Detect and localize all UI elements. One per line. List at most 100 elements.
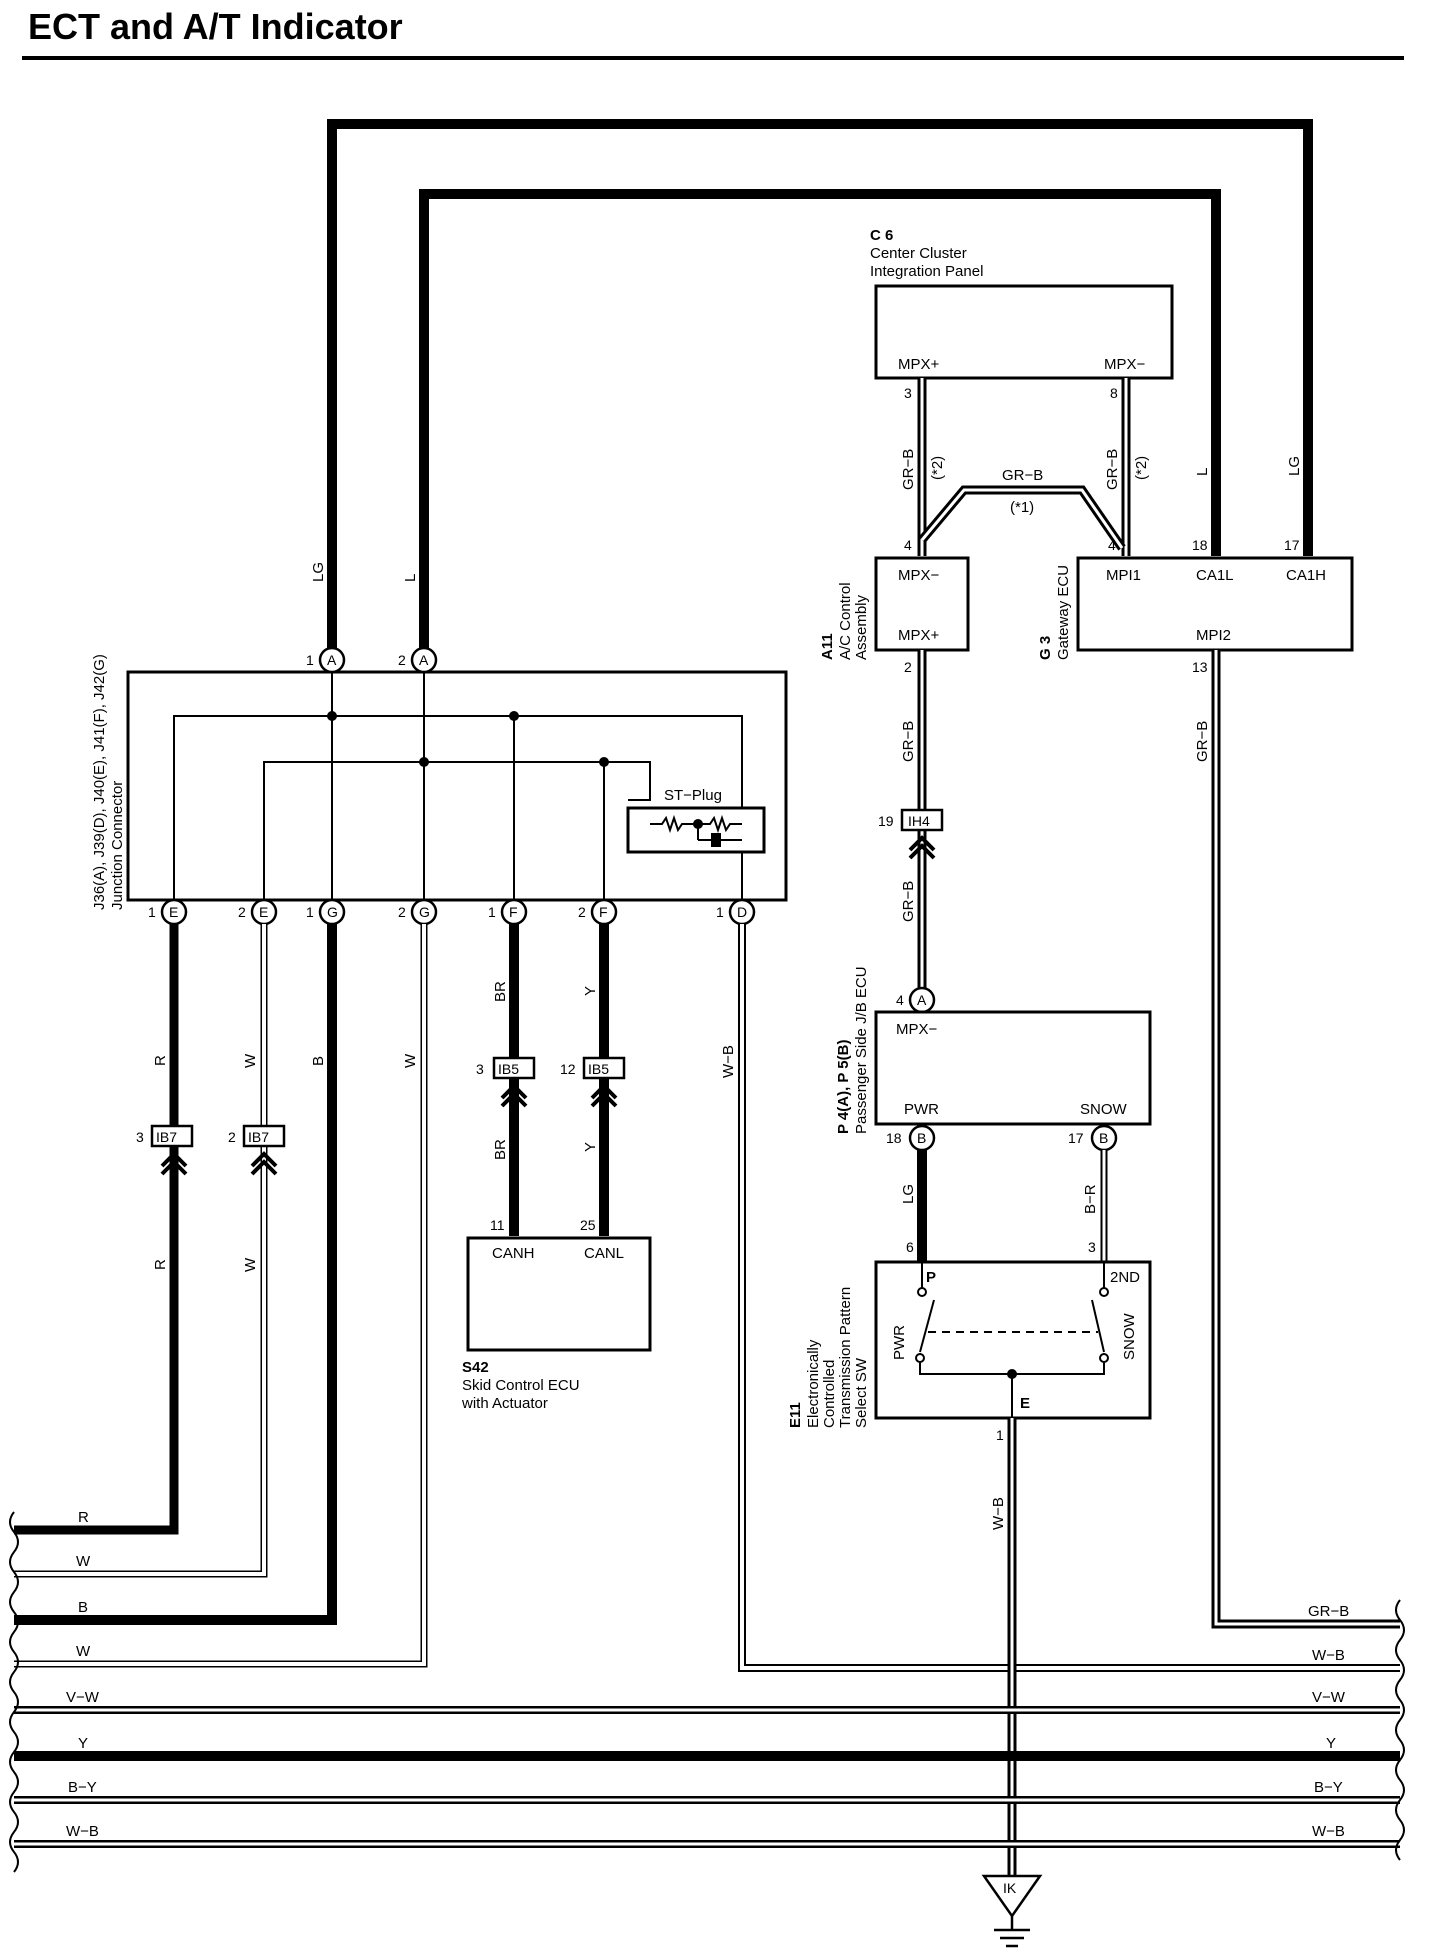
- bus-label-right-wb2: W−B: [1312, 1823, 1345, 1840]
- wire-w-1: [14, 924, 268, 1578]
- wire-label-w-1: W: [242, 1053, 259, 1068]
- p4-pin-b-snow-letter: B: [1099, 1130, 1108, 1146]
- g3-pin-ca1h: CA1H: [1286, 567, 1326, 584]
- a11-line1: A/C Control: [837, 582, 854, 660]
- wire-grb-cross-inner: [920, 488, 1124, 549]
- ib7-r-label: IB7: [156, 1129, 177, 1145]
- g3-pin-mpi1: MPI1: [1106, 567, 1141, 584]
- jc-pin-f2-number: 2: [578, 904, 586, 920]
- bus-label-right-wb1: W−B: [1312, 1647, 1345, 1664]
- wire-lg-top-loop: [327, 119, 1313, 648]
- st-plug-resistors: [650, 814, 742, 847]
- jc-pin-e2-number: 2: [238, 904, 246, 920]
- a11-line2: Assembly: [853, 594, 870, 660]
- g3-ref: G 3: [1037, 636, 1054, 660]
- junction-connector-desc: Junction Connector: [109, 781, 126, 910]
- junction-splice-dots: [327, 711, 609, 767]
- ib7-w-pin: 2: [228, 1129, 236, 1145]
- wire-label-grb-4: GR−B: [900, 881, 917, 922]
- bus-label-left-by: B−Y: [68, 1779, 97, 1796]
- p4-pin-snow: SNOW: [1080, 1101, 1128, 1118]
- bus-label-left-y: Y: [78, 1735, 88, 1752]
- e11-pin-e: E: [1020, 1395, 1030, 1412]
- c6-ref: C 6: [870, 227, 893, 244]
- bus-label-right-y: Y: [1326, 1735, 1336, 1752]
- bus-label-left-vw: V−W: [66, 1689, 100, 1706]
- ih4-label: IH4: [908, 813, 930, 829]
- wire-label-lg-pwr: LG: [900, 1184, 917, 1204]
- ground-label: IK: [1003, 1880, 1017, 1896]
- a11-pin-mpx-minus: MPX−: [898, 567, 940, 584]
- e11-line2: Controlled: [821, 1360, 838, 1428]
- ib5-br-label: IB5: [498, 1061, 519, 1077]
- wire-label-wb-ground: W−B: [990, 1497, 1007, 1530]
- wire-label-r-1: R: [152, 1055, 169, 1066]
- inline-connector-ib7-w: [242, 1124, 286, 1176]
- p4-pin-mpx: MPX−: [896, 1021, 938, 1038]
- s42-box: [466, 1236, 652, 1352]
- e11-pin-3: 3: [1088, 1239, 1096, 1255]
- s42-pin-canh: CANH: [492, 1245, 535, 1262]
- e11-ref: E11: [787, 1402, 804, 1428]
- wire-label-lg-left: LG: [310, 562, 327, 582]
- a11-pin-4: 4: [904, 537, 912, 553]
- c6-line2: Integration Panel: [870, 263, 983, 280]
- c6-pin-mpx-plus: MPX+: [898, 356, 940, 373]
- wire-wb-left-inner: [740, 924, 1400, 1670]
- wire-label-w-2: W: [242, 1257, 259, 1272]
- ih4-pin: 19: [878, 813, 894, 829]
- s42-line1: Skid Control ECU: [462, 1377, 580, 1394]
- p4-pin-b-pwr-letter: B: [917, 1130, 926, 1146]
- junction-connector-name: J36(A), J39(D), J40(E), J41(F), J42(G): [91, 654, 108, 910]
- jc-pin-a2-number: 2: [398, 652, 406, 668]
- p4-line1: Passenger Side J/B ECU: [853, 966, 870, 1134]
- p4-ref: P 4(A), P 5(B): [835, 1040, 852, 1134]
- e11-pin-1: 1: [996, 1427, 1004, 1443]
- g3-pin-4: 4: [1108, 537, 1116, 553]
- c6-pin-8: 8: [1110, 385, 1118, 401]
- inline-connector-ih4: [900, 808, 944, 860]
- wire-label-y-2: Y: [582, 1142, 599, 1152]
- bus-label-right-by: B−Y: [1314, 1779, 1343, 1796]
- wire-label-wb-1: W−B: [720, 1045, 737, 1078]
- wire-grb-g3-bus: [1211, 650, 1400, 1629]
- wire-label-l-left: L: [402, 574, 419, 582]
- st-plug-box: [626, 806, 766, 854]
- wire-label-y-1: Y: [582, 986, 599, 996]
- bus-label-left-w2: W: [76, 1643, 91, 1660]
- jc-pin-a2-letter: A: [419, 652, 429, 668]
- inline-connector-ib5-br: [492, 1056, 536, 1108]
- break-line-left: [9, 1511, 19, 1873]
- e11-line3: Transmission Pattern: [837, 1287, 854, 1428]
- bus-label-left-b: B: [78, 1599, 88, 1616]
- jc-pin-f2-letter: F: [599, 904, 608, 920]
- s42-pin-canl: CANL: [584, 1245, 624, 1262]
- s42-pin-canl-number: 25: [580, 1217, 596, 1233]
- wire-grb-g3-bus-inner: [1214, 650, 1400, 1626]
- inline-connector-ib5-y: [582, 1056, 626, 1108]
- p4-pin-a-number: 4: [896, 992, 904, 1008]
- e11-line4: Select SW: [853, 1357, 870, 1428]
- break-line-right: [1395, 1599, 1405, 1861]
- s42-line2: with Actuator: [461, 1395, 548, 1412]
- ib5-br-pin: 3: [476, 1061, 484, 1077]
- c6-pin-3: 3: [904, 385, 912, 401]
- wire-w-1-inner: [14, 924, 266, 1576]
- wire-label-w-3: W: [402, 1053, 419, 1068]
- note-2-right: (*2): [1133, 456, 1150, 480]
- e11-pin-2nd: 2ND: [1110, 1269, 1140, 1286]
- e11-switch-contacts: [915, 1262, 1109, 1418]
- junction-connector-box: [126, 670, 788, 902]
- jc-pin-g1-number: 1: [306, 904, 314, 920]
- ib5-y-pin: 12: [560, 1061, 576, 1077]
- a11-pin-2: 2: [904, 659, 912, 675]
- wire-label-l-right: L: [1194, 468, 1211, 476]
- jc-pin-g2-number: 2: [398, 904, 406, 920]
- s42-ref: S42: [462, 1359, 489, 1376]
- p4-pin-17: 17: [1068, 1130, 1084, 1146]
- wire-label-grb-2: GR−B: [1104, 449, 1121, 490]
- bus-label-left-w1: W: [76, 1553, 91, 1570]
- wire-label-grb-5: GR−B: [1194, 721, 1211, 762]
- ib5-y-label: IB5: [588, 1061, 609, 1077]
